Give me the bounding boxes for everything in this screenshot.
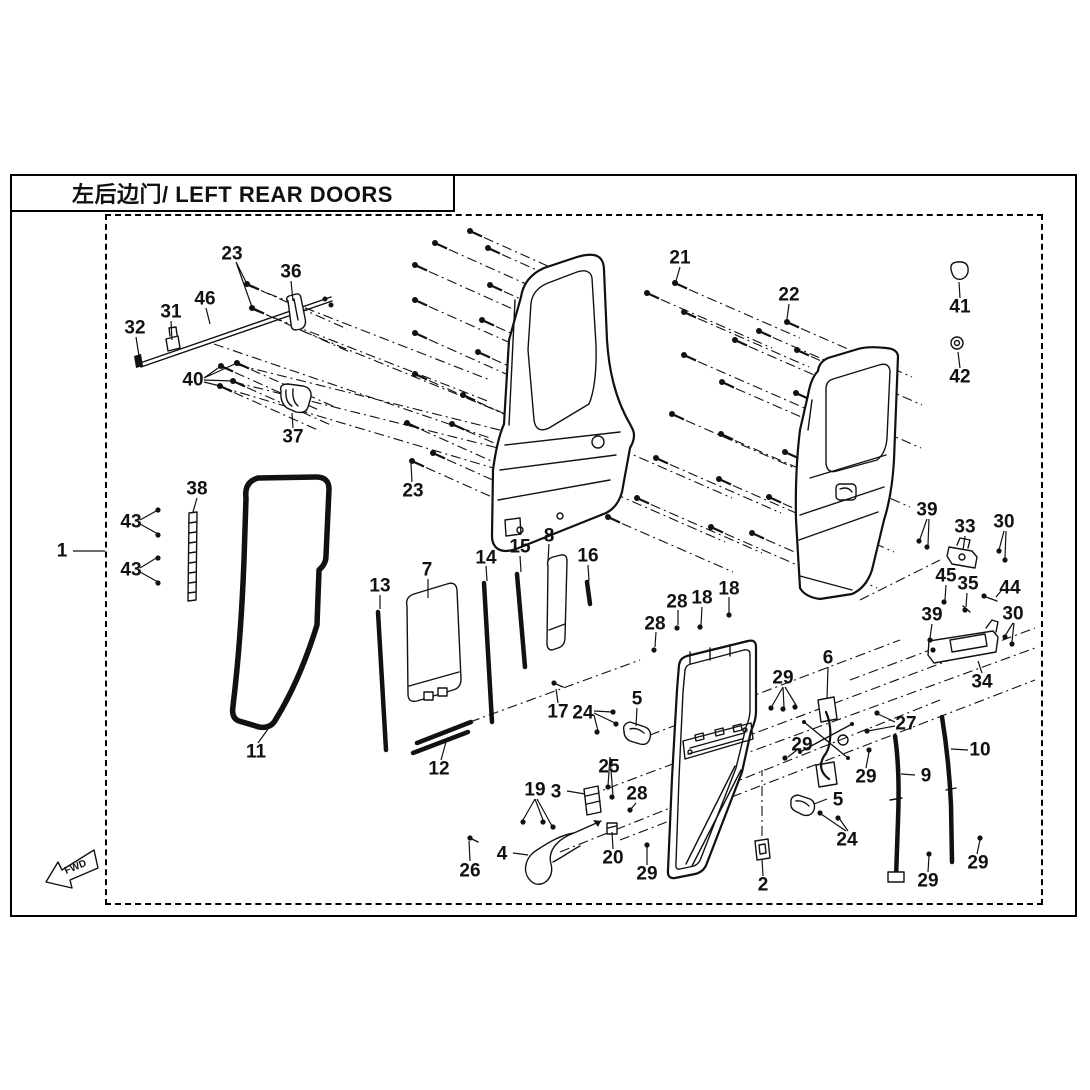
page-title: 左后边门/ LEFT REAR DOORS [72,182,393,207]
fwd-direction-marker: FWD [45,849,99,889]
corner-bracket [286,293,307,331]
cap-and-grommet [950,261,969,350]
glass-guide-rails [887,714,957,883]
glass-run-channels [375,571,593,756]
projection-lines [213,285,1036,856]
door-inner-frame-upper [490,253,636,553]
inner-door-handles [622,721,816,817]
title-box: 左后边门/ LEFT REAR DOORS [10,174,455,212]
door-outer-panel [794,346,900,601]
window-regulator [798,696,854,788]
fastener-nuts [155,507,1015,857]
latch-and-striker [583,785,771,861]
handle-pocket [279,383,312,414]
assembly-boundary-box [105,214,1043,905]
window-glass [405,582,462,703]
release-cable [524,820,602,885]
quarter-glass [546,554,568,651]
door-hinges [927,537,999,664]
door-inner-frame-lower [666,639,758,880]
mounting-strip [187,511,198,602]
door-seal [229,474,332,731]
support-rod [134,296,334,368]
leader-lines [73,261,1015,877]
